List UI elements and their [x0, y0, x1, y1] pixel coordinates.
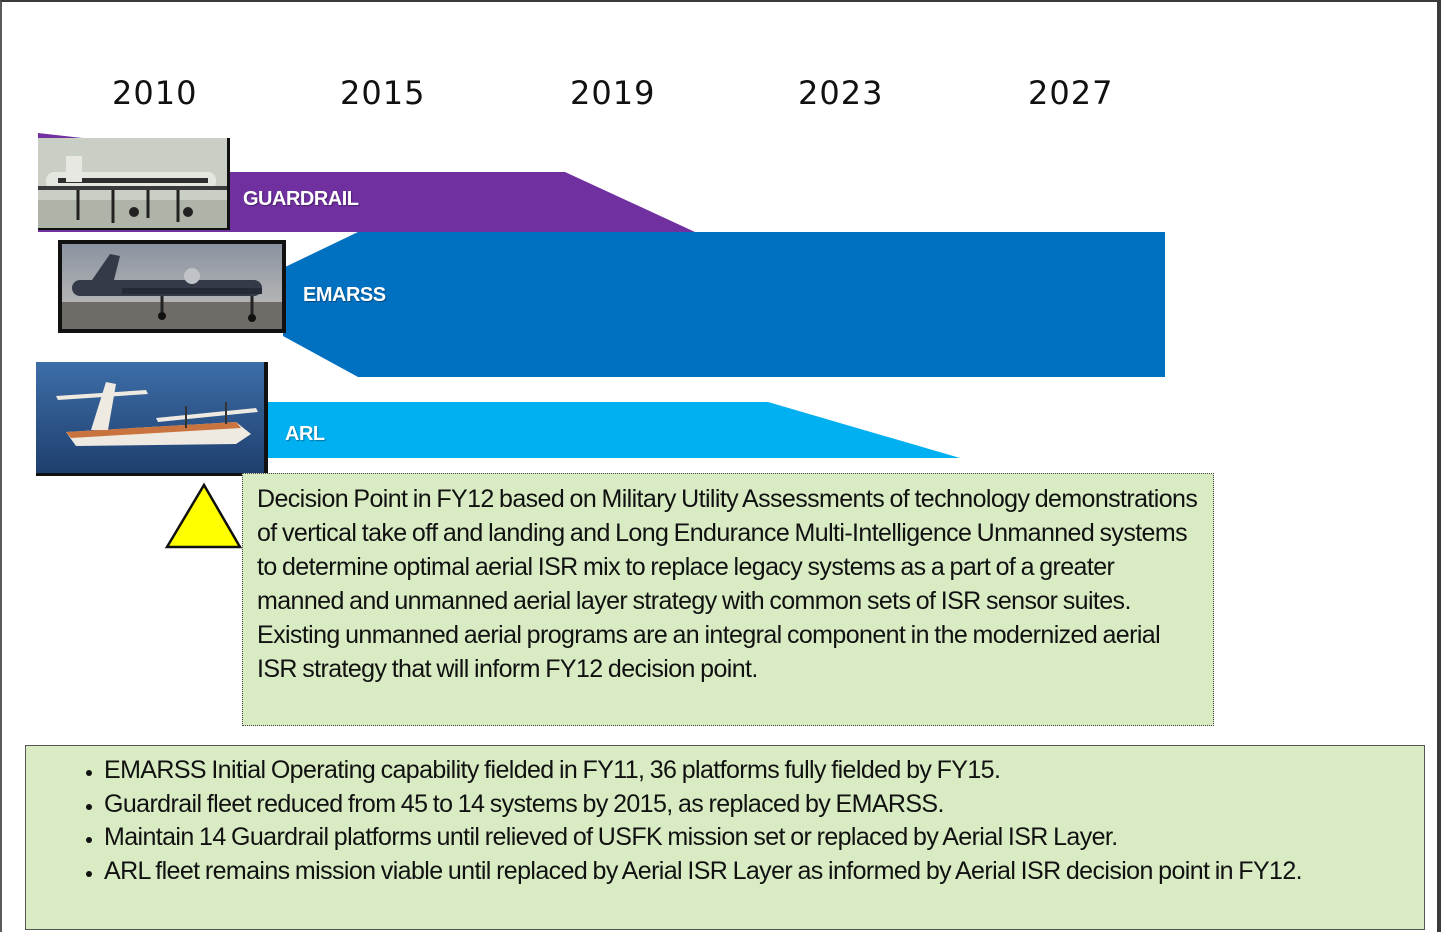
summary-notes-list: EMARSS Initial Operating capability fiel… [66, 754, 1404, 888]
decision-point-text: Decision Point in FY12 based on Military… [257, 485, 1198, 683]
list-item: ARL fleet remains mission viable until r… [104, 855, 1404, 889]
list-item: EMARSS Initial Operating capability fiel… [104, 754, 1404, 788]
summary-notes-box: EMARSS Initial Operating capability fiel… [25, 745, 1425, 930]
emarss-aircraft-photo [58, 240, 286, 333]
list-item: Maintain 14 Guardrail platforms until re… [104, 821, 1404, 855]
emarss-band [283, 232, 1165, 377]
decision-point-box: Decision Point in FY12 based on Military… [242, 473, 1214, 726]
year-label: 2015 [340, 74, 426, 112]
emarss-label: EMARSS [303, 284, 386, 306]
year-label: 2023 [798, 74, 884, 112]
list-item: Guardrail fleet reduced from 45 to 14 sy… [104, 788, 1404, 822]
arl-label: ARL [285, 423, 325, 445]
year-label: 2027 [1028, 74, 1114, 112]
guardrail-label: GUARDRAIL [243, 188, 359, 210]
arl-aircraft-photo [36, 362, 268, 476]
year-label: 2019 [570, 74, 656, 112]
decision-point-marker [164, 482, 243, 549]
guardrail-aircraft-photo [38, 138, 230, 230]
arl-band [268, 402, 960, 458]
year-label: 2010 [112, 74, 198, 112]
